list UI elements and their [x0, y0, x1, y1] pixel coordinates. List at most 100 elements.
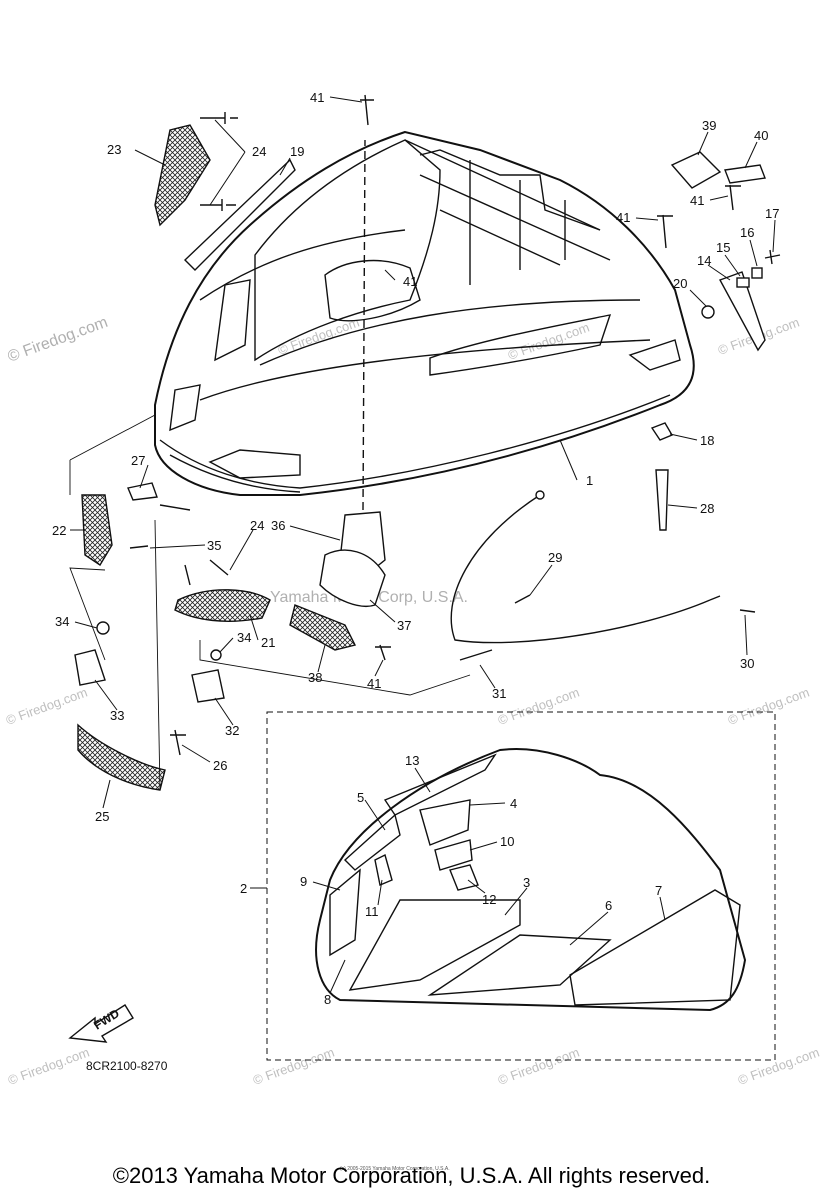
- part-number: 36: [271, 518, 285, 533]
- copyright-notice: ©2013 Yamaha Motor Corporation, U.S.A. A…: [112, 1163, 711, 1188]
- mesh-panel: [154, 124, 211, 227]
- plate-39: [670, 151, 722, 189]
- strap-14: [718, 271, 766, 352]
- leader-lines: [70, 96, 776, 994]
- leader-41-center: [384, 269, 396, 281]
- rivet-41-lower: [375, 644, 391, 661]
- cable-end-upper: [535, 490, 545, 500]
- part-number: 24: [250, 518, 264, 533]
- leader-10: [469, 841, 498, 851]
- rivet-41-mid: [657, 214, 673, 249]
- rivet-41-right: [725, 184, 741, 211]
- leader-40: [744, 141, 758, 169]
- part-number: 10: [500, 834, 514, 849]
- right-hardware: [650, 249, 781, 531]
- grille-22: [81, 494, 113, 566]
- part-number: 3: [523, 875, 530, 890]
- part-number: 31: [492, 686, 506, 701]
- decal-13: [383, 753, 497, 816]
- part-number: 16: [740, 225, 754, 240]
- decal-hood-outline: [315, 748, 747, 1012]
- hood-ridge-lower: [199, 339, 651, 401]
- leader-16: [749, 239, 758, 267]
- decal-7: [569, 889, 741, 1006]
- leader-6: [569, 911, 609, 946]
- strip-19: [183, 158, 296, 271]
- part-number: 33: [110, 708, 124, 723]
- watermark-firedog: © Firedog.com: [726, 684, 811, 727]
- leader-4: [469, 802, 506, 806]
- leader-31: [479, 664, 496, 689]
- screw-24-top: [200, 112, 238, 124]
- cable-end-30: [709, 595, 756, 613]
- hood-opening: [324, 259, 421, 322]
- leader-13: [414, 767, 431, 793]
- screw-24-lower: [200, 199, 236, 211]
- part-number: 34: [55, 614, 69, 629]
- duct-37: [319, 549, 386, 607]
- hood-frame-bars: [404, 139, 611, 285]
- part-number: 14: [697, 253, 711, 268]
- decal-4: [419, 799, 471, 846]
- part-number: 32: [225, 723, 239, 738]
- decal-6: [427, 934, 612, 996]
- fwd-indicator: FWD 8CR2100-8270: [68, 1004, 168, 1073]
- decal-9: [329, 868, 361, 957]
- hood-bumper-line: [159, 394, 671, 489]
- cable-line: [450, 494, 711, 644]
- leader-37: [369, 599, 396, 623]
- part-number: 27: [131, 453, 145, 468]
- leader-11: [377, 879, 383, 906]
- leader-7: [659, 896, 666, 921]
- part-number: 29: [548, 550, 562, 565]
- decal-12: [449, 864, 479, 891]
- grommet-20: [701, 305, 715, 319]
- watermark-firedog: © Firedog.com: [251, 1044, 336, 1087]
- part-number: 23: [107, 142, 121, 157]
- part-number: 5: [357, 790, 364, 805]
- part-number: 20: [673, 276, 687, 291]
- part-number-labels: 1 2 3 4 5 6 7 8 9 10 11 12 13 14 15 16 1…: [52, 90, 779, 1007]
- nut-34-right: [210, 649, 222, 661]
- hood-ridge-left: [199, 229, 406, 301]
- part-number: 2: [240, 881, 247, 896]
- decal-kit-box: [266, 711, 776, 1061]
- hood-side-plate: [628, 339, 681, 371]
- part-number: 22: [52, 523, 66, 538]
- leader-39: [697, 131, 709, 156]
- part-number: 41: [690, 193, 704, 208]
- part-number: 37: [397, 618, 411, 633]
- leader-41-right: [709, 195, 729, 201]
- hood-vent-left-upper: [214, 279, 251, 362]
- part-number: 30: [740, 656, 754, 671]
- nut-18: [650, 422, 674, 441]
- part-number: 28: [700, 501, 714, 516]
- part-number: 40: [754, 128, 768, 143]
- watermark-firedog: © Firedog.com: [496, 1044, 581, 1087]
- mesh-panel-23: [154, 112, 296, 271]
- leader-23: [134, 149, 166, 166]
- decal-11: [374, 853, 393, 886]
- left-front-parts: [69, 414, 471, 791]
- part-number: 26: [213, 758, 227, 773]
- part-number: 41: [310, 90, 324, 105]
- decal-5: [343, 813, 401, 871]
- leader-28: [667, 504, 698, 509]
- hood-shell: [154, 130, 695, 496]
- part-number: 7: [655, 883, 662, 898]
- part-number: 13: [405, 753, 419, 768]
- screws-35: [129, 545, 191, 586]
- spring-31: [459, 649, 493, 661]
- clip-15: [736, 277, 750, 288]
- part-number: 41: [367, 676, 381, 691]
- hood-vent-right: [429, 314, 612, 376]
- part-number: 41: [616, 210, 630, 225]
- part-number: 11: [365, 904, 379, 919]
- part-number: 15: [716, 240, 730, 255]
- rivet-41-top: [360, 94, 374, 126]
- leader-32: [214, 697, 234, 726]
- part-number: 34: [237, 630, 251, 645]
- leader-26: [181, 744, 211, 763]
- cable-tie-28: [655, 469, 669, 531]
- leader-29: [529, 564, 553, 596]
